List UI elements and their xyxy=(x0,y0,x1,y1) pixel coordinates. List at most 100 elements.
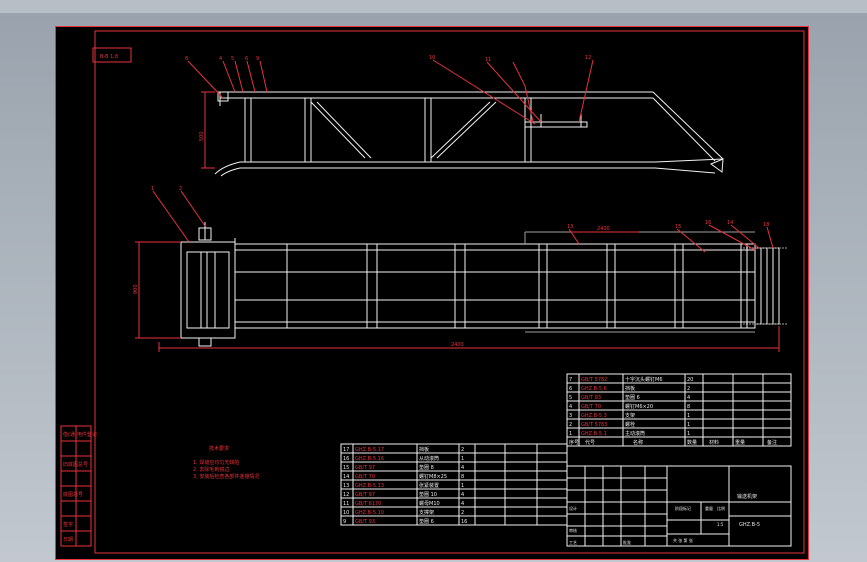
bom-row-qty: 4 xyxy=(461,465,464,471)
balloon: 12 xyxy=(585,55,591,61)
balloon: 11 xyxy=(485,57,491,63)
bom-row-code: GB/T 93 xyxy=(581,395,601,401)
bom-row-qty: 1 xyxy=(687,413,690,419)
side-table: 借(通)用件登记 旧底图总号 底图总号 签字 日期 xyxy=(60,425,97,547)
bom-row-qty: 2 xyxy=(461,510,464,516)
balloons-bottom: 1 2 13 15 16 14 18 xyxy=(151,186,769,230)
bom-row-name: 螺栓 xyxy=(625,421,635,428)
bom-header-cell: 重量 xyxy=(735,439,745,446)
drawing-sheet: 借(通)用件登记 旧底图总号 底图总号 签字 日期 B-B 1:8 xyxy=(55,26,809,560)
tech-req-item: 1. 焊缝应均匀无缺陷 xyxy=(193,459,239,466)
bom-row-code: GB/T 5782 xyxy=(581,377,607,383)
side-table-cell: 签字 xyxy=(63,521,73,528)
bom-row-code: GHZ.B-5.3 xyxy=(581,413,607,419)
bom-header-cell: 名称 xyxy=(633,439,643,446)
stage-label: 阶段标记 xyxy=(675,505,691,511)
dim-height-side: 500 xyxy=(199,131,205,141)
balloon: 9 xyxy=(256,56,259,62)
bom-row-name: 垫圈 6 xyxy=(419,518,434,525)
dim-spacing: 2400 xyxy=(597,226,610,232)
bom-row-qty: 20 xyxy=(687,377,693,383)
bom-row-no: 3 xyxy=(569,413,572,419)
bom-row-name: 螺钉M6×20 xyxy=(625,403,653,410)
bom-row-name: 十字沉头螺钉M6 xyxy=(625,376,663,383)
bom-row-no: 4 xyxy=(569,404,572,410)
bom-row-code: GB/T 70 xyxy=(355,474,375,480)
bom-row-qty: 1 xyxy=(687,431,690,437)
bom-row-no: 14 xyxy=(343,474,349,480)
bom-row-no: 9 xyxy=(343,519,346,525)
engineering-drawing: 借(通)用件登记 旧底图总号 底图总号 签字 日期 B-B 1:8 xyxy=(55,26,809,560)
bom-row-qty: 4 xyxy=(461,492,464,498)
bom-row-no: 11 xyxy=(343,501,349,507)
bom-row-name: 支撑架 xyxy=(419,509,434,516)
bom-row-code: GB/T 93 xyxy=(355,519,375,525)
balloon: 10 xyxy=(429,55,435,61)
scale-label: 比例 xyxy=(717,505,725,511)
bom-header-cell: 代号 xyxy=(585,439,595,446)
craft-label: 工艺 xyxy=(569,540,577,545)
approve-label: 批准 xyxy=(623,539,631,545)
side-view: 500 xyxy=(187,59,724,177)
bom-row-qty: 16 xyxy=(461,519,467,525)
bom-row-name: 垫圈 6 xyxy=(625,394,640,401)
bom-header-cell: 序号 xyxy=(569,439,579,446)
bom-row-qty: 2 xyxy=(687,386,690,392)
bom-row-name: 挡板 xyxy=(625,385,635,392)
tech-req-title: 技术要求 xyxy=(209,445,229,452)
title-block: 输送机架 GHZ.B-5 阶段标记 重量 比例 1:5 共 张 第 张 设计 审… xyxy=(566,465,792,547)
bom-row-no: 12 xyxy=(343,492,349,498)
bom-header-cell: 材料 xyxy=(709,439,719,446)
balloon: 1 xyxy=(151,186,154,192)
side-table-cell: 旧底图总号 xyxy=(63,461,88,468)
bom-row-name: 张紧装置 xyxy=(419,482,439,489)
bom-row-code: GHZ.B-5.13 xyxy=(355,483,384,489)
bom-row-code: GB/T 97 xyxy=(355,492,375,498)
inner-border xyxy=(94,30,805,554)
sheet-count: 共 张 第 张 xyxy=(673,537,693,543)
balloon: 6 xyxy=(245,56,248,62)
bom-header-cell: 数量 xyxy=(687,439,697,446)
bom-header-cell: 备注 xyxy=(767,439,777,446)
balloon: 5 xyxy=(231,56,234,62)
bom-row-name: 螺母M10 xyxy=(419,500,440,507)
bom-row-code: GHZ.B-5.1 xyxy=(581,431,607,437)
side-table-cell: 日期 xyxy=(63,537,73,543)
view-label: B-B 1:8 xyxy=(100,54,118,60)
bom-row-name: 挡板 xyxy=(419,446,429,453)
bom-row-no: 10 xyxy=(343,510,349,516)
bom-row-code: GB/T 6170 xyxy=(355,501,381,507)
balloon: 15 xyxy=(675,224,681,230)
bom-row-name: 主动滚筒 xyxy=(625,430,645,437)
weight-label: 重量 xyxy=(705,505,713,511)
bom-row-code: GHZ.B-5.16 xyxy=(355,456,384,462)
bom-row-no: 6 xyxy=(569,386,572,392)
bom-row-no: 1 xyxy=(569,431,572,437)
bom-row-name: 支架 xyxy=(625,412,635,419)
drawing-code: GHZ.B-5 xyxy=(739,522,760,528)
bom-row-no: 13 xyxy=(343,483,349,489)
bom-row-name: 垫圈 8 xyxy=(419,464,434,471)
plan-view: 900 2400 2400 xyxy=(133,190,787,352)
bom-row-code: GHZ.B-5.17 xyxy=(355,447,384,453)
bom-row-no: 17 xyxy=(343,447,349,453)
bom-row-qty: 2 xyxy=(461,447,464,453)
bom-row-no: 15 xyxy=(343,465,349,471)
bom-row-qty: 8 xyxy=(687,404,690,410)
balloon: 16 xyxy=(705,220,711,226)
balloon: 14 xyxy=(727,220,733,226)
technical-requirements: 技术要求 1. 焊缝应均匀无缺陷 2. 去除毛刺锐边 3. 安装后检查各部件连接… xyxy=(193,445,259,480)
bom-row-code: GB/T 70 xyxy=(581,404,601,410)
bom-row-no: 2 xyxy=(569,422,572,428)
designer-label: 设计 xyxy=(569,505,577,511)
drawing-name: 输送机架 xyxy=(737,493,757,500)
balloon: 8 xyxy=(185,56,188,62)
bom-row-name: 从动滚筒 xyxy=(419,455,439,462)
cad-viewport[interactable]: 借(通)用件登记 旧底图总号 底图总号 签字 日期 B-B 1:8 xyxy=(0,13,867,562)
balloon: 18 xyxy=(763,222,769,228)
side-table-cell: 借(通)用件登记 xyxy=(63,431,97,438)
dim-length: 2400 xyxy=(451,342,464,348)
bom-row-no: 5 xyxy=(569,395,572,401)
bom-row-qty: 1 xyxy=(687,422,690,428)
